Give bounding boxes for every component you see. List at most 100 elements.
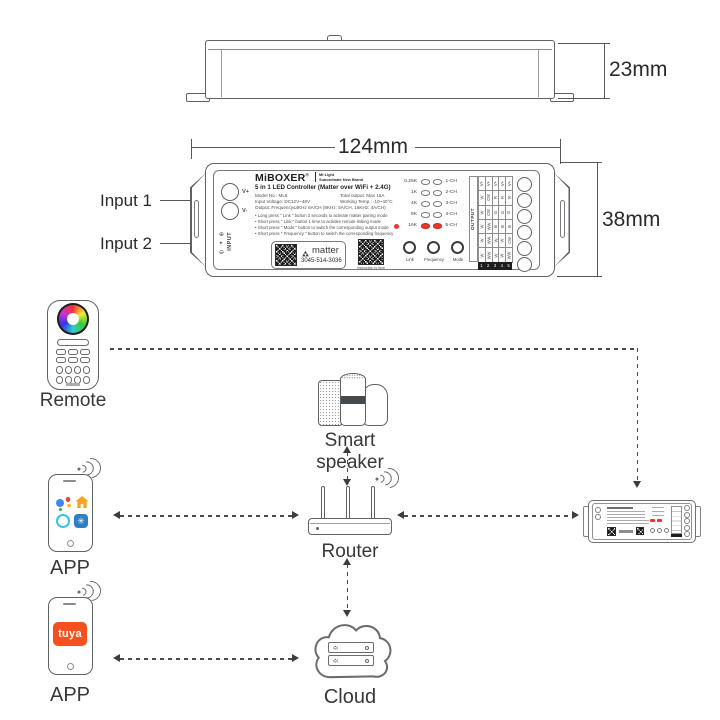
output-terminal-5 [517, 241, 532, 256]
output-table-cell: V+ [499, 177, 507, 192]
remote-brand-mark [66, 383, 80, 386]
mini-table-footer [671, 534, 682, 537]
freq-led [420, 190, 430, 196]
dim124-tick-left [191, 139, 193, 159]
output-terminal-4 [517, 225, 532, 240]
app1-label: APP [49, 557, 91, 579]
output-label-cell: OUTPUT [469, 176, 478, 262]
output-table-cell: B [499, 219, 507, 235]
output-table-cell: V+ [479, 177, 486, 192]
smartthings-icon: ✳ [74, 514, 88, 528]
brand-tagline-1: Mi·Light [319, 172, 335, 177]
output-table-cell: G [499, 205, 507, 220]
tuya-text: tuya [58, 628, 82, 640]
mini-table [671, 506, 682, 534]
arrowhead-up [343, 558, 351, 565]
output-table-footer-cell: 4 [500, 263, 503, 268]
output-table-cell: W [479, 234, 486, 249]
spec-model: Model No.: ML5 [255, 193, 288, 198]
callout-input1: Input 1 [100, 191, 152, 210]
phone2-body: tuya [48, 597, 93, 675]
remote-label: Remote [39, 390, 107, 411]
speaker-right [362, 384, 388, 426]
mini-qr-1 [607, 527, 616, 536]
instruction-2: • Short press " Link " button 1 time to … [255, 218, 381, 224]
output-table-cell: WW [485, 248, 493, 263]
arrowhead-down [633, 481, 641, 488]
brand-reg-mark: ® [305, 172, 309, 178]
output-table-cell: W [492, 248, 500, 263]
output-table-cell: R [499, 191, 507, 206]
matter-logo-icon [301, 246, 310, 257]
input-arrow-icon: ▸ [220, 240, 223, 246]
channel-led [433, 201, 442, 207]
channel-label: 1-CH [445, 179, 457, 185]
dim124-tick-right [560, 139, 562, 164]
frequency-button [427, 241, 440, 254]
output-table-cell: CW [506, 234, 513, 249]
channel-label: 5-CH [445, 223, 457, 229]
matter-logo-row: matter [301, 245, 339, 257]
status-led [394, 224, 399, 229]
polarity-minus-icon: ⊖ [219, 250, 225, 256]
router-body [308, 518, 392, 535]
output-table-footer-cell: 3 [493, 263, 497, 268]
matter-qr-code [275, 244, 297, 266]
arrowhead-left [113, 511, 120, 519]
dim23-text: 23mm [609, 58, 668, 81]
output-table-cell: B [506, 219, 513, 235]
indicator-row-2: 1K 2-CH [400, 190, 457, 196]
output-table-cell: W [499, 248, 507, 263]
output-table-cell: WW [485, 219, 493, 235]
channel-label: 3-CH [445, 201, 457, 207]
mini-led-1 [650, 519, 655, 522]
mount-slot-left [194, 200, 199, 238]
arrowhead-right [292, 654, 299, 662]
input-terminal-vplus [221, 183, 239, 201]
output-table-footer-cell: 2 [487, 263, 490, 268]
router-led [316, 527, 319, 530]
output-terminal-6 [517, 257, 532, 272]
side-view-seam-left [221, 50, 222, 97]
remote-color-wheel [57, 303, 89, 335]
spec-working-temp: Working Temp.: -10~40°C [340, 199, 393, 204]
channel-led [433, 179, 442, 185]
remote-slider [57, 339, 89, 346]
matter-code: 3045-514-3036 [301, 258, 342, 264]
indicator-row-1: 0.25K 1-CH [400, 179, 457, 185]
mini-panel [592, 503, 692, 540]
output-table-cell: W [492, 234, 500, 249]
router-antenna-3 [371, 486, 375, 520]
cloud-label: Cloud [323, 686, 377, 708]
output-table-cell: V+ [492, 177, 500, 192]
remote-button-grid [56, 349, 90, 363]
channel-label: 2-CH [445, 190, 457, 196]
output-table-cell: V+ [485, 177, 493, 192]
instruction-qr-caption: Instruction is here [356, 266, 386, 270]
instruction-4: • Short press " Frequency " button to sw… [255, 230, 394, 236]
output-terminal-1 [517, 177, 532, 192]
output-table-footer-cell: 1 [480, 263, 483, 268]
freq-label: 8K [411, 212, 417, 218]
speaker-middle-band [341, 396, 365, 404]
brand-divider [315, 172, 316, 182]
freq-label: 1K [411, 190, 417, 196]
remote-zone-buttons [56, 366, 90, 384]
instruction-3: • Short press " Mode " button to switch … [255, 224, 389, 230]
output-table-cell: W [479, 248, 486, 263]
link-button [403, 241, 416, 254]
dim38-text: 38mm [602, 208, 661, 231]
spec-output: Output: Frequency≤4KHz 6A/CH (8KHz: 5A/C… [255, 205, 386, 210]
mount-slot-right [560, 200, 565, 238]
side-view-seam-right [538, 50, 539, 97]
input-vplus-label: V+ [242, 189, 249, 195]
freq-led [420, 223, 430, 229]
output-terminal-2 [517, 193, 532, 208]
router-body-seam [310, 523, 390, 524]
output-table-cell: W [499, 234, 507, 249]
dim124-line-left [191, 147, 335, 149]
output-table-cell: W [479, 205, 486, 220]
smart-home-icon [74, 494, 90, 510]
output-table-footer-cell: 5 [507, 263, 510, 268]
